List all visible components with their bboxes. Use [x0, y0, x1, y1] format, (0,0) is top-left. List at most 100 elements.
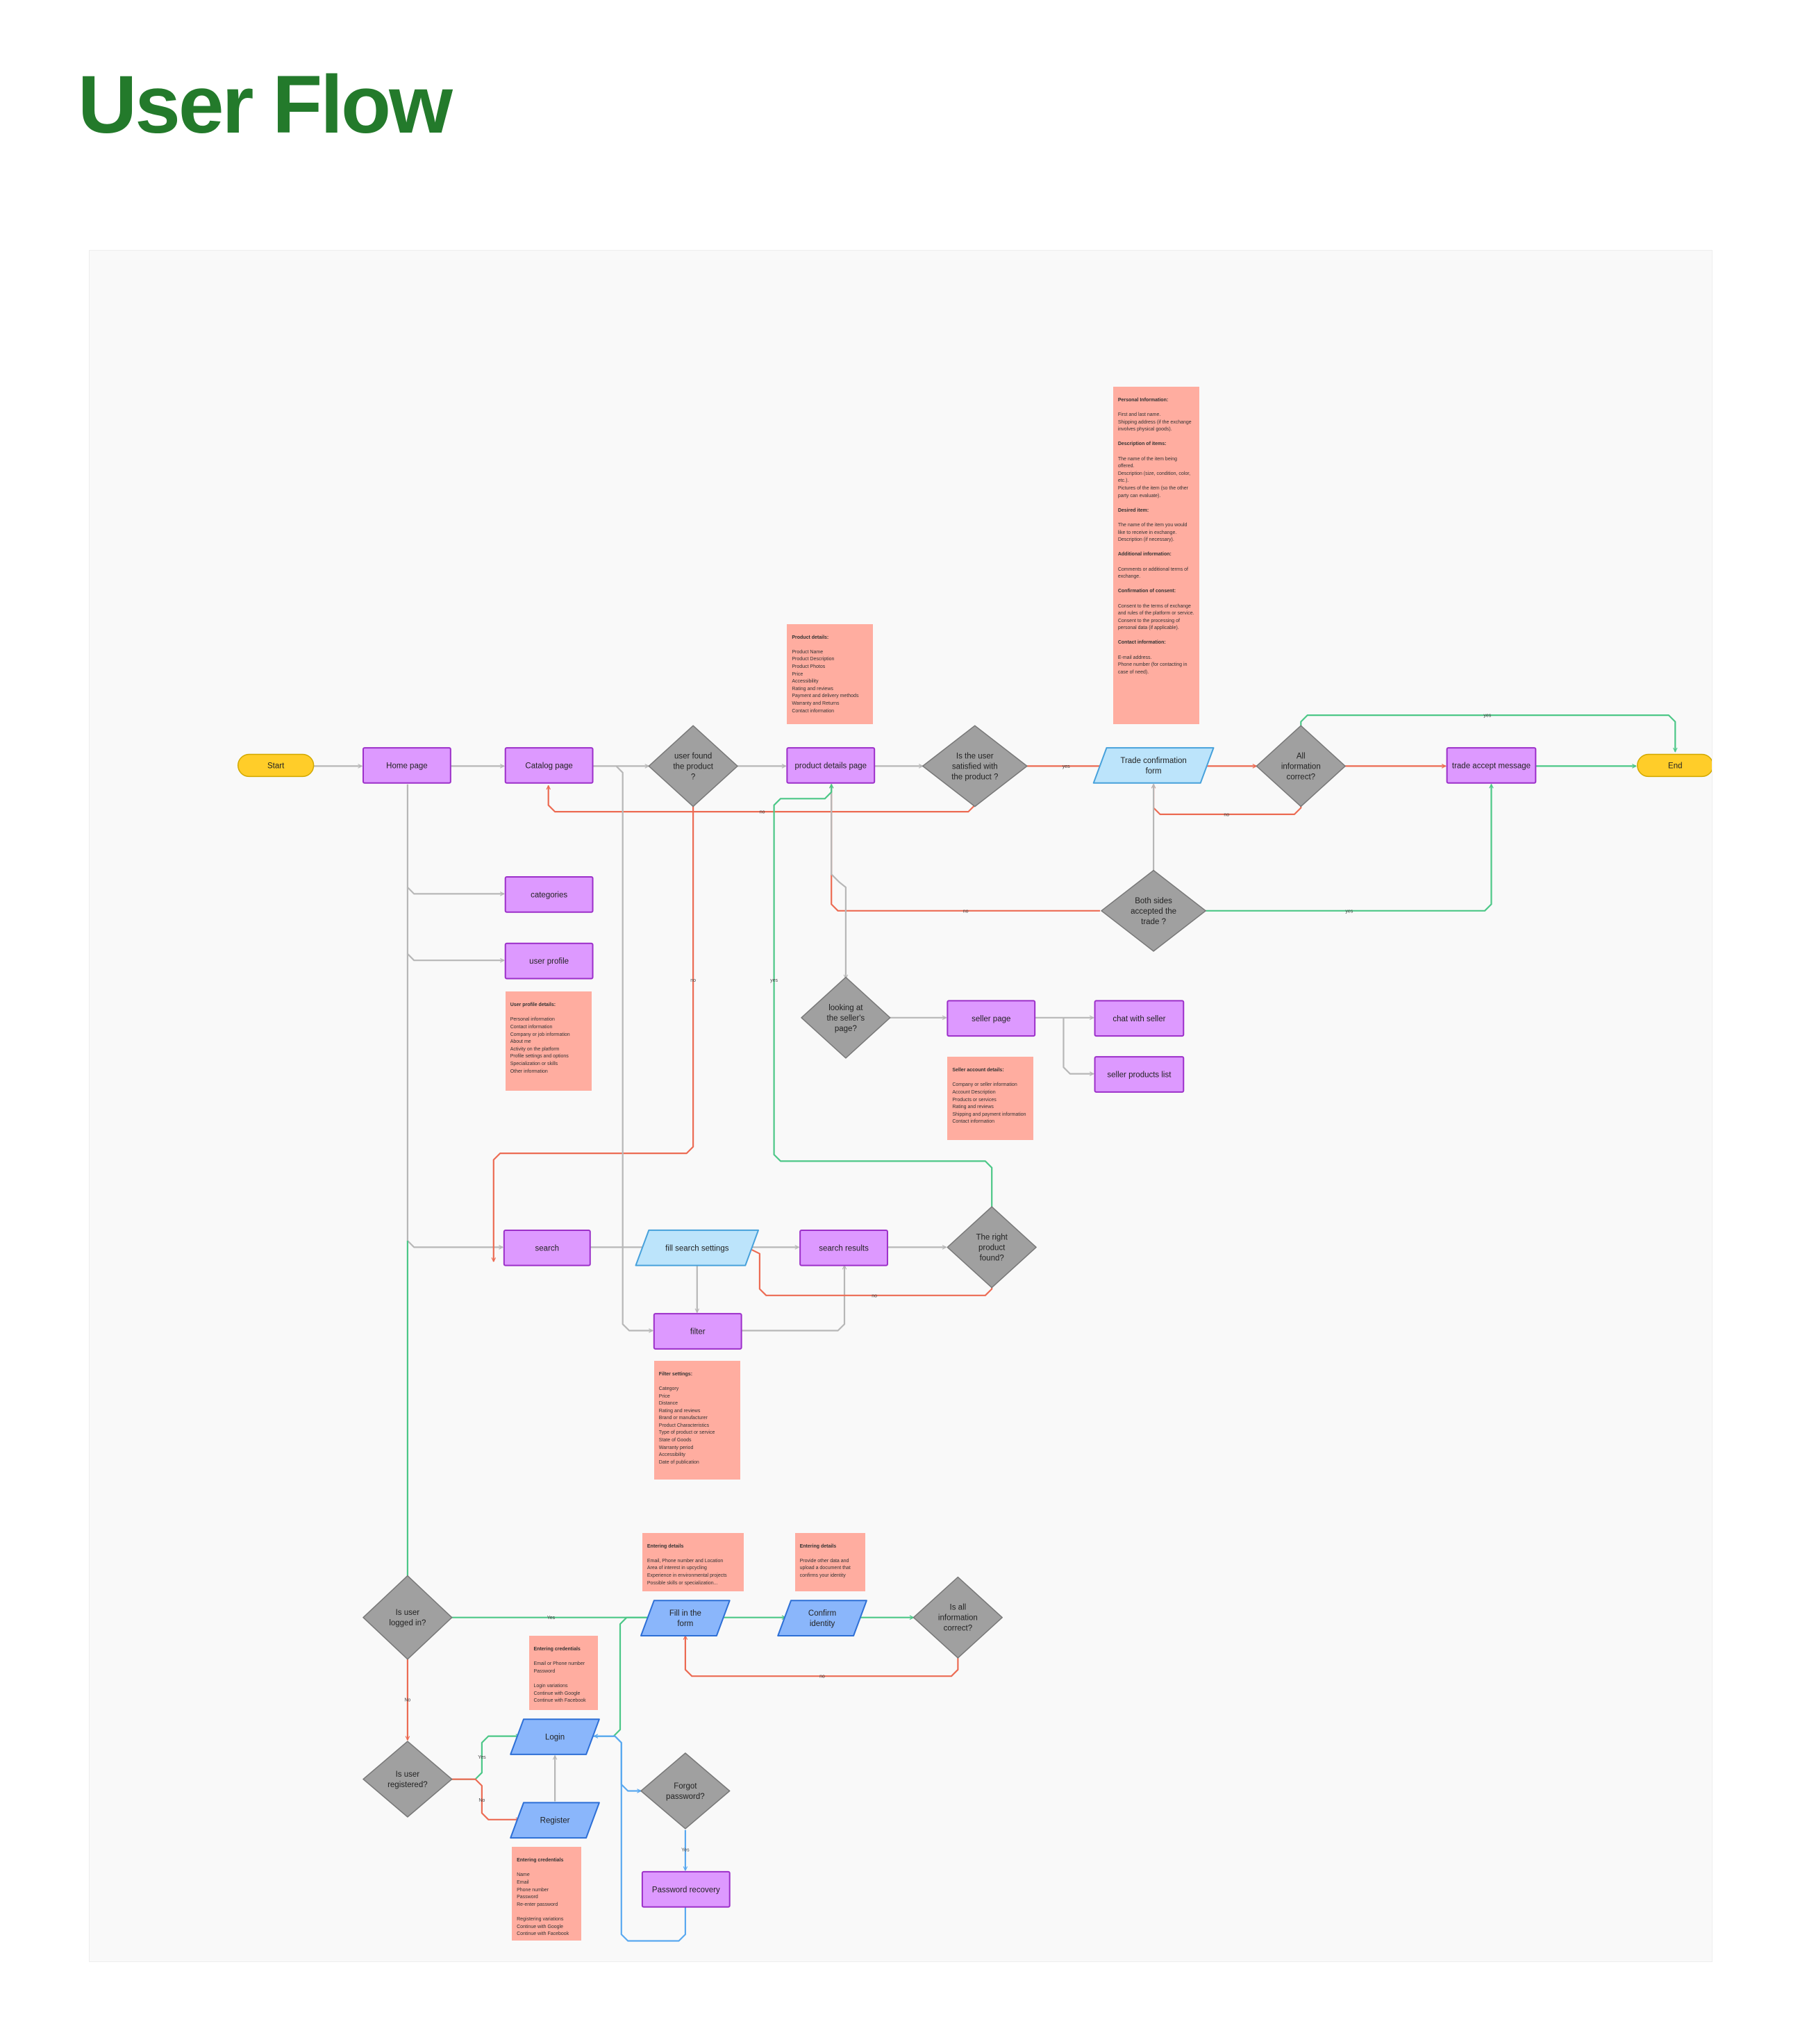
trade-confirmation-form-label: Trade confirmation — [1120, 757, 1186, 765]
all-information-decision-label: All — [1297, 752, 1306, 760]
end-terminal[interactable]: End — [1637, 753, 1712, 778]
note-line: Products or services — [952, 1097, 997, 1103]
user-profile-note: User profile details:Personal informatio… — [505, 991, 592, 1091]
note-section-title: Additional information: — [1117, 552, 1172, 558]
edge-allinfo-form-no — [1153, 785, 1302, 815]
edge-details-looking — [831, 784, 846, 979]
categories-node[interactable]: categories — [504, 876, 594, 913]
edge-satisfied-catalog-no-label: no — [760, 810, 765, 815]
edge-found-search-no-label: no — [690, 978, 696, 983]
note-line: Shipping and payment information — [952, 1112, 1026, 1117]
chat-seller-node[interactable]: chat with seller — [1094, 1000, 1185, 1037]
note-title: User profile details: — [510, 1003, 556, 1008]
edge-catalog-filter — [615, 765, 653, 1330]
filter-node[interactable]: filter — [653, 1313, 742, 1350]
home-page-node[interactable]: Home page — [362, 747, 451, 784]
note-line: Possible skills or specialization... — [647, 1580, 718, 1586]
trade-accept-node[interactable]: trade accept message — [1446, 747, 1537, 784]
edge-recovery-login — [594, 1736, 686, 1942]
fill-search-settings-label: fill search settings — [665, 1244, 729, 1253]
registered-decision-label: registered? — [388, 1781, 428, 1789]
both-sides-decision-label: Both sides — [1135, 897, 1172, 905]
confirm-identity-node-label: identity — [810, 1620, 835, 1628]
edge-login-forgot — [588, 1735, 641, 1791]
note-line: Accessibility — [792, 679, 819, 685]
note-line: Contact information — [792, 708, 835, 714]
note-line — [517, 1909, 576, 1916]
note-line: Registering variations — [517, 1916, 564, 1922]
search-results-node[interactable]: search results — [799, 1229, 888, 1266]
note-line: Category — [658, 1386, 679, 1391]
note-title: Entering details — [647, 1543, 684, 1549]
note-line: Type of product or service — [658, 1430, 715, 1436]
edge-home-search — [406, 953, 503, 1248]
edge-right-details-yes-label: yes — [770, 978, 778, 983]
edge-filter-results — [741, 1266, 844, 1332]
note-line: Product Characteristics — [658, 1423, 710, 1428]
note-line: Area of interest in upcycling — [647, 1566, 707, 1571]
catalog-page-node[interactable]: Catalog page — [504, 747, 594, 784]
note-line: Accessibility — [658, 1452, 685, 1458]
register-node-label: Register — [540, 1817, 570, 1825]
trade-info-note: Personal Information:First and last name… — [1112, 386, 1199, 725]
product-details-node[interactable]: product details page — [786, 747, 876, 784]
note-line: Product Photos — [792, 664, 826, 670]
trade-accept-node-label: trade accept message — [1452, 762, 1531, 770]
edge-registered-register-no — [450, 1778, 520, 1820]
all-information-decision-label: information — [1281, 762, 1321, 771]
note-line: Specialization or skills — [510, 1062, 558, 1067]
note-line: Password — [533, 1668, 556, 1674]
user-profile-node[interactable]: user profile — [504, 942, 594, 980]
user-found-decision-label: user found — [674, 752, 712, 760]
note-line: Password — [517, 1895, 538, 1900]
registered-decision-label: Is user — [396, 1770, 420, 1779]
right-product-decision-label: The right — [976, 1233, 1008, 1241]
note-line: Rating and reviews — [792, 686, 833, 692]
edge-logged-fill-yes-label: Yes — [547, 1616, 556, 1620]
note-line: Brand or manufacturer — [658, 1416, 708, 1421]
edge-seller-list — [1062, 1017, 1094, 1074]
seller-products-node[interactable]: seller products list — [1094, 1056, 1185, 1093]
fill-search-settings[interactable]: fill search settings — [635, 1229, 759, 1266]
note-section-title: Personal Information: — [1117, 397, 1169, 403]
start-terminal[interactable]: Start — [237, 753, 315, 778]
looking-seller-decision-label: page? — [835, 1025, 857, 1033]
note-section-text: Comments or additional terms of exchange… — [1117, 567, 1188, 580]
edge-isall-fill-no-label: no — [819, 1675, 825, 1679]
search-node[interactable]: search — [503, 1229, 591, 1266]
looking-seller-decision-label: looking at — [828, 1004, 863, 1012]
note-line: About me — [510, 1039, 531, 1045]
edge-home-profile — [406, 887, 504, 960]
login-node[interactable]: Login — [510, 1718, 600, 1755]
fill-form-node-label: form — [677, 1620, 693, 1628]
edge-allinfo-end-yes — [1300, 714, 1675, 752]
registered-decision[interactable]: Is user registered? — [362, 1741, 453, 1818]
edge-bothsides-accept-yes — [1206, 785, 1491, 912]
product-details-node-label: product details page — [794, 762, 867, 770]
note-line: Continue with Google — [533, 1691, 581, 1696]
note-title: Entering credentials — [517, 1858, 564, 1863]
note-line: Rating and reviews — [658, 1408, 701, 1414]
seller-page-node[interactable]: seller page — [947, 1000, 1036, 1037]
note-section-title: Description of items: — [1117, 442, 1167, 447]
note-line: Name — [517, 1873, 530, 1878]
password-recovery-node[interactable]: Password recovery — [641, 1870, 731, 1908]
note-line: Product Name — [792, 649, 824, 655]
register-node[interactable]: Register — [510, 1802, 600, 1839]
